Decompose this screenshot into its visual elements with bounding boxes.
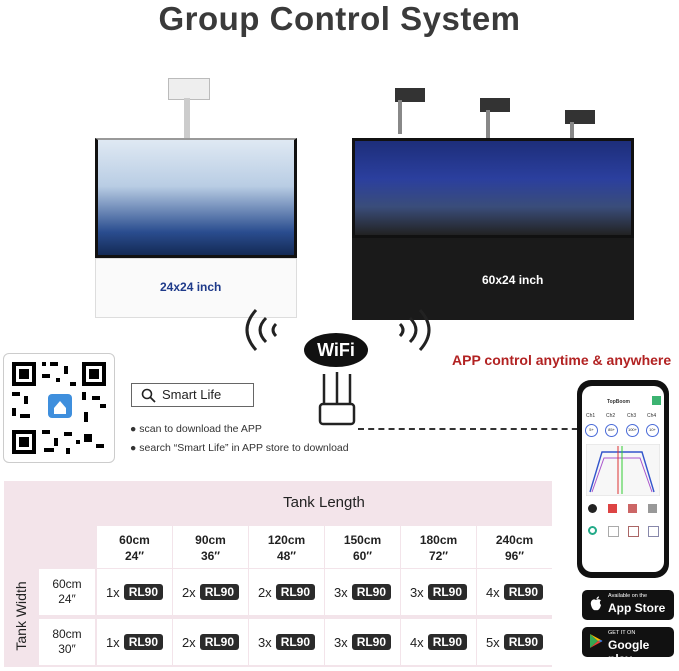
- router-icon: [318, 372, 356, 426]
- right-light-fixture-2: [480, 98, 510, 112]
- mode-button-1[interactable]: [588, 504, 597, 513]
- mode-button-3[interactable]: [628, 504, 637, 513]
- mode-button-7[interactable]: [628, 526, 639, 537]
- page-title: Group Control System: [158, 0, 521, 37]
- search-icon: [141, 388, 156, 403]
- left-tank-size: 24x24 inch: [160, 280, 222, 294]
- smart-life-label: Smart Life: [162, 387, 222, 402]
- mode-button-5[interactable]: [588, 526, 597, 535]
- left-light-fixture: [168, 78, 210, 100]
- right-cabinet: [352, 238, 634, 320]
- bullet-scan: ● scan to download the APP: [130, 423, 262, 435]
- right-signal-waves-icon: [398, 308, 431, 352]
- mode-button-8[interactable]: [648, 526, 659, 537]
- left-signal-waves-icon: [245, 308, 278, 352]
- channel-1-ring[interactable]: 5+: [585, 424, 598, 437]
- channel-3-label: Ch3: [627, 413, 637, 419]
- phone-mockup: TopBoom Ch1 Ch2 Ch3 Ch4 5+ 85+ 100+ 10+: [577, 380, 669, 578]
- mode-button-2[interactable]: [608, 504, 617, 513]
- right-light-mount-2: [486, 110, 490, 144]
- left-aquarium-image: [95, 138, 297, 258]
- apple-icon: [590, 596, 601, 611]
- google-play-icon: [590, 634, 603, 648]
- left-cabinet: [95, 258, 297, 318]
- qr-code-icon: [12, 362, 106, 454]
- right-light-fixture-1: [395, 88, 425, 102]
- schedule-graph[interactable]: [586, 444, 660, 496]
- right-light-fixture-3: [565, 110, 595, 124]
- table-row-title: Tank Width: [13, 581, 29, 651]
- channel-3-ring[interactable]: 100+: [626, 424, 639, 437]
- app-store-badge[interactable]: Available on the App Store: [582, 590, 674, 620]
- app-status-icon: [652, 396, 661, 405]
- app-control-text: APP control anytime & anywhere: [452, 352, 672, 368]
- channel-2-label: Ch2: [606, 413, 616, 419]
- channel-4-label: Ch4: [647, 413, 657, 419]
- right-light-mount-1: [398, 100, 402, 134]
- channel-4-ring[interactable]: 10+: [646, 424, 659, 437]
- wifi-icon: WiFi: [304, 333, 368, 367]
- right-aquarium-image: [352, 138, 634, 238]
- app-title: TopBoom: [607, 399, 630, 405]
- connection-dashed-line: [358, 428, 588, 430]
- table-column-title: Tank Length: [283, 494, 365, 511]
- mode-buttons: [588, 504, 659, 540]
- phone-screen: TopBoom Ch1 Ch2 Ch3 Ch4 5+ 85+ 100+ 10+: [582, 386, 664, 572]
- smart-life-search-box: Smart Life: [131, 383, 254, 407]
- google-play-badge[interactable]: GET IT ON Google play: [582, 627, 674, 666]
- channel-2-ring[interactable]: 85+: [605, 424, 618, 437]
- qr-code[interactable]: [3, 353, 115, 463]
- mode-button-4[interactable]: [648, 504, 657, 513]
- channel-1-label: Ch1: [586, 413, 596, 419]
- mode-button-6[interactable]: [608, 526, 619, 537]
- right-tank-size: 60x24 inch: [482, 273, 544, 287]
- bullet-search: ● search “Smart Life” in APP store to do…: [130, 442, 349, 454]
- left-light-mount: [184, 98, 190, 138]
